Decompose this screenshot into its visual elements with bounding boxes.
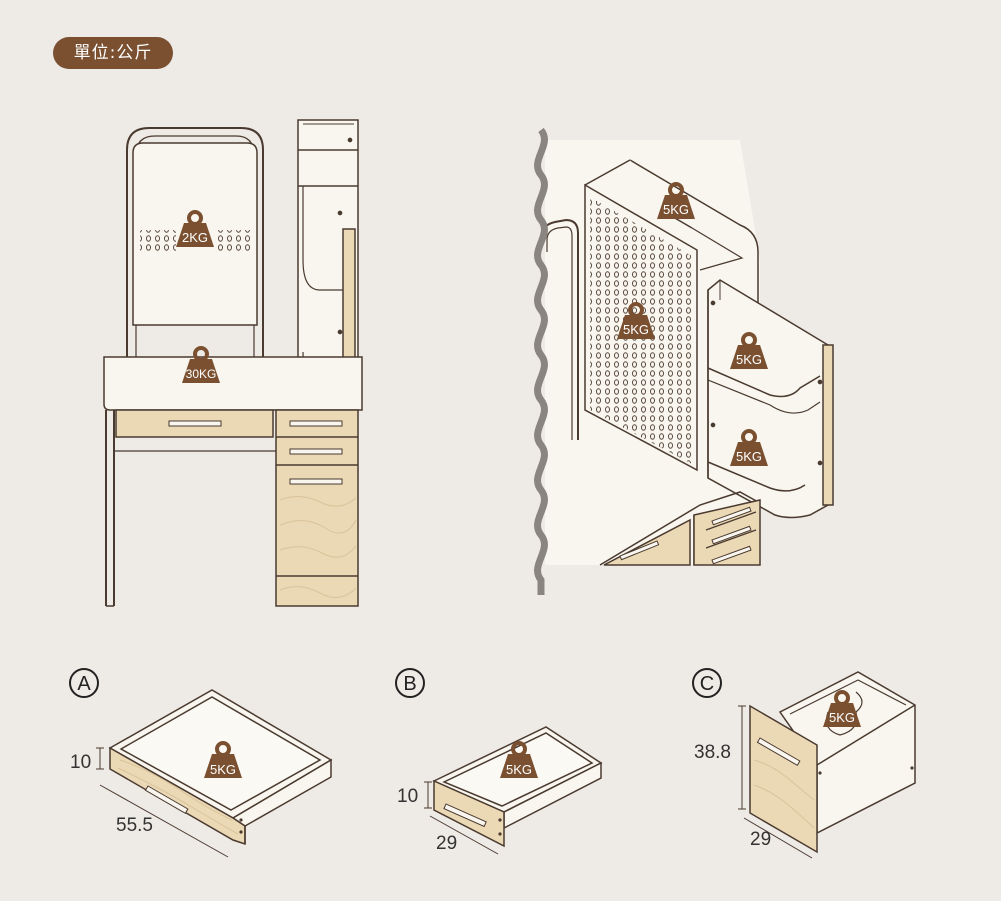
drawer-c-depth: 29: [750, 829, 771, 850]
desktop-weight-label: 30KG: [186, 367, 217, 381]
drawer-b-weight-label: 5KG: [506, 762, 532, 777]
shelf-upper-weight-label: 5KG: [736, 352, 762, 367]
drawer-b-height: 10: [397, 786, 418, 807]
drawer-c-weight-label: 5KG: [829, 710, 855, 725]
drawer-b-letter: B: [403, 673, 416, 695]
drawer-a-depth: 55.5: [116, 815, 153, 836]
drawer-b: B 10 29 5KG: [395, 668, 603, 855]
mirror-weight-label: 2KG: [182, 230, 208, 245]
pegboard-mid-weight-label: 5KG: [623, 322, 649, 337]
drawer-a-letter: A: [77, 673, 91, 695]
drawer-a-weight-label: 5KG: [210, 762, 236, 777]
drawer-c: C 38.8 29 5: [692, 668, 916, 859]
drawer-c-height: 38.8: [694, 742, 731, 763]
drawer-a: A 10 55.5 5: [69, 668, 333, 858]
shelf-lower-weight-label: 5KG: [736, 449, 762, 464]
drawer-c-letter: C: [700, 673, 714, 695]
pegboard-top-weight-label: 5KG: [663, 202, 689, 217]
mirror-peg-holes: [140, 230, 252, 252]
drawer-a-height: 10: [70, 752, 91, 773]
detail-view-pegboard: [534, 127, 834, 595]
front-view-vanity: [103, 119, 363, 607]
unit-badge: 單位:公斤: [53, 37, 173, 69]
drawer-b-depth: 29: [436, 833, 457, 854]
